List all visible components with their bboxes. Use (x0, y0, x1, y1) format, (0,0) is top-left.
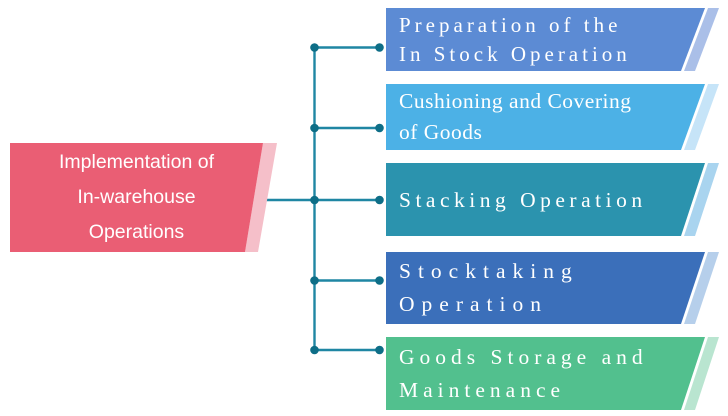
branch-2-box (386, 84, 705, 150)
branch-node-2: Cushioning and Covering of Goods (386, 84, 720, 150)
branch-1-box (386, 8, 705, 71)
branch-5-label: Goods Storage and Maintenance (399, 337, 676, 410)
branch-label-line: Stocktaking (399, 259, 579, 283)
branch-label-line: Stacking Operation (399, 187, 647, 212)
branch-node-3: Stacking Operation (386, 163, 720, 236)
branch-4-label: Stocktaking Operation (399, 252, 676, 324)
root-label-line: In-warehouse (77, 186, 196, 208)
root-node-box (10, 143, 263, 252)
branch-label-line: Goods Storage and (399, 344, 648, 369)
branch-label-line: of Goods (399, 120, 483, 144)
branch-5-box (386, 337, 705, 410)
root-label-line: Implementation of (58, 151, 214, 173)
root-label-line: Operations (88, 221, 185, 243)
branch-label-line: Cushioning and Covering (399, 89, 632, 113)
branch-3-box (386, 163, 705, 236)
branch-4-box (386, 252, 705, 324)
branch-node-5: Goods Storage and Maintenance (386, 337, 720, 410)
branch-label-line: In Stock Operation (399, 41, 631, 66)
branch-label-line: Preparation of the (399, 12, 622, 37)
branch-label-line: Operation (399, 292, 548, 316)
branch-node-1: Preparation of the In Stock Operation (386, 8, 720, 71)
root-node-label: Implementation of In-warehouse Operation… (10, 143, 263, 252)
branch-2-label: Cushioning and Covering of Goods (399, 84, 676, 150)
branch-label-line: Maintenance (399, 377, 566, 402)
branch-1-label: Preparation of the In Stock Operation (399, 8, 676, 71)
branch-node-4: Stocktaking Operation (386, 252, 720, 324)
root-node: Implementation of In-warehouse Operation… (10, 143, 277, 252)
branch-3-label: Stacking Operation (399, 163, 676, 236)
